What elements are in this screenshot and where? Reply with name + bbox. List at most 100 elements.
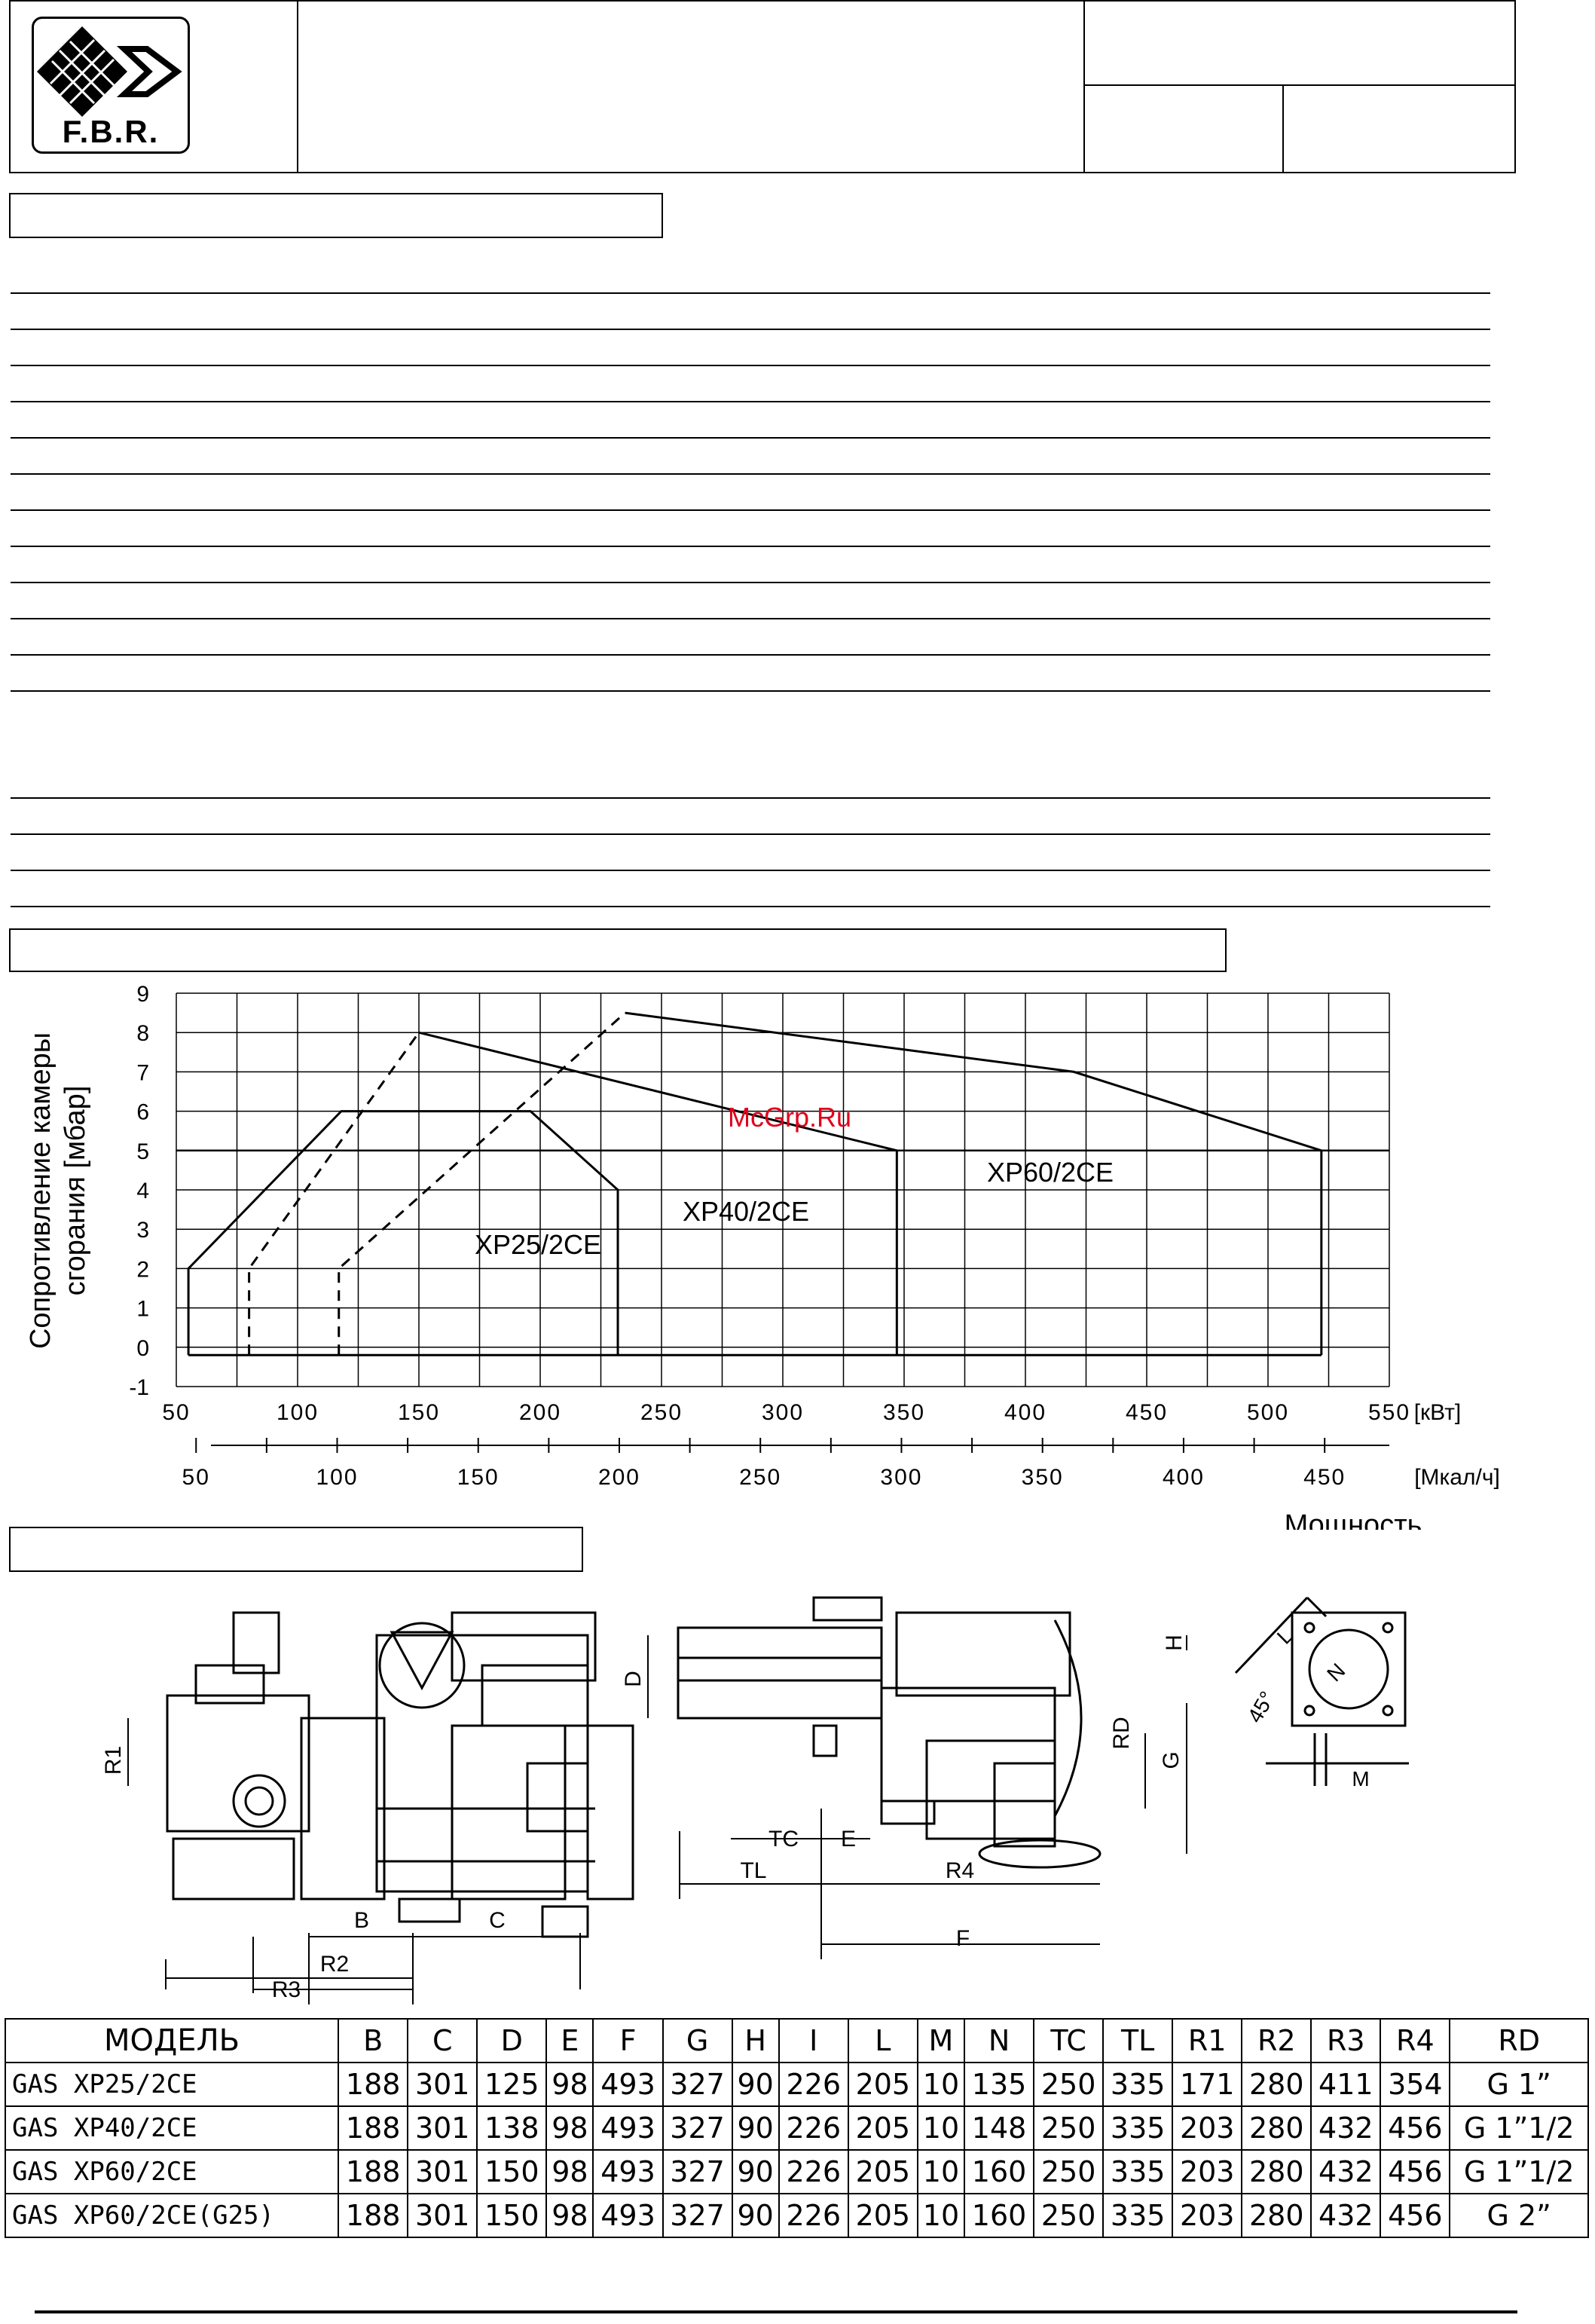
x-tick-label-mcal: 350 bbox=[1022, 1465, 1064, 1490]
table-cell: 203 bbox=[1172, 2105, 1243, 2151]
table-cell: G 2” bbox=[1449, 2193, 1589, 2238]
table-cell: 171 bbox=[1172, 2062, 1243, 2107]
header-date-cell bbox=[1282, 84, 1516, 173]
x-tick-label-kw: 350 bbox=[883, 1400, 925, 1425]
table-cell: 456 bbox=[1380, 2193, 1451, 2238]
column-header: TL bbox=[1102, 2018, 1174, 2063]
label-tl: TL bbox=[740, 1858, 766, 1883]
top-view-labels: D H RD G TC E TL R4 F bbox=[621, 1634, 1187, 1951]
table-cell: 250 bbox=[1033, 2062, 1105, 2107]
table-cell: 10 bbox=[916, 2149, 966, 2194]
series-label: XP25/2CE bbox=[475, 1229, 601, 1260]
column-header: N bbox=[964, 2018, 1035, 2063]
table-cell-model: GAS XP25/2CE bbox=[4, 2062, 340, 2107]
column-header-model: МОДЕЛЬ bbox=[4, 2018, 340, 2063]
table-cell: 188 bbox=[338, 2062, 409, 2107]
table-cell: 280 bbox=[1241, 2149, 1312, 2194]
label-tc: TC bbox=[768, 1827, 799, 1852]
text-line bbox=[11, 546, 1490, 547]
table-cell: 160 bbox=[964, 2149, 1035, 2194]
x-tick-label-kw: 200 bbox=[519, 1400, 561, 1425]
side-view-burner bbox=[166, 1611, 634, 1938]
table-cell: 205 bbox=[847, 2193, 918, 2238]
watermark: McGrp.Ru bbox=[728, 1102, 852, 1133]
section-bar-dimensions bbox=[9, 1527, 583, 1572]
table-cell: 205 bbox=[847, 2105, 918, 2151]
text-line bbox=[11, 797, 1490, 799]
text-line bbox=[11, 906, 1490, 907]
y-tick-label: 8 bbox=[136, 1021, 149, 1046]
table-cell: 250 bbox=[1033, 2149, 1105, 2194]
x-tick-label-kw: 400 bbox=[1004, 1400, 1047, 1425]
y-tick-label: 5 bbox=[136, 1139, 149, 1164]
table-cell: 354 bbox=[1380, 2062, 1451, 2107]
table-cell: 493 bbox=[592, 2149, 664, 2194]
table-cell: 135 bbox=[964, 2062, 1035, 2107]
series-line-xp25 bbox=[187, 1110, 619, 1356]
x-tick-label-kw: 100 bbox=[277, 1400, 319, 1425]
y-tick-label: 3 bbox=[136, 1218, 149, 1243]
text-line bbox=[11, 833, 1490, 835]
table-cell: 90 bbox=[731, 2193, 780, 2238]
x-tick-label-mcal: 100 bbox=[316, 1465, 358, 1490]
table-cell: G 1” bbox=[1449, 2062, 1589, 2107]
section-bar-description bbox=[9, 193, 663, 238]
header-code-cell bbox=[1083, 0, 1516, 86]
series-label: XP60/2CE bbox=[987, 1157, 1114, 1188]
text-line bbox=[11, 473, 1490, 475]
dimension-drawings: R1 B C R2 R3 D H RD G TC E bbox=[101, 1596, 1409, 2004]
label-m: M bbox=[1352, 1767, 1369, 1790]
y-tick-label: -1 bbox=[129, 1375, 149, 1400]
table-cell: 335 bbox=[1102, 2062, 1174, 2107]
column-header: TC bbox=[1033, 2018, 1105, 2063]
x-axis-unit-kw: [кВт] bbox=[1414, 1400, 1462, 1425]
text-line bbox=[11, 401, 1490, 402]
table-cell: 411 bbox=[1310, 2062, 1382, 2107]
column-header: R3 bbox=[1310, 2018, 1382, 2063]
header-title-cell bbox=[297, 0, 1085, 173]
column-header: E bbox=[545, 2018, 594, 2063]
table-cell: 226 bbox=[778, 2105, 849, 2151]
table-cell: 335 bbox=[1102, 2149, 1174, 2194]
table-cell: 10 bbox=[916, 2193, 966, 2238]
y-tick-label: 0 bbox=[136, 1336, 149, 1361]
text-line bbox=[11, 654, 1490, 656]
x-tick-label-kw: 150 bbox=[398, 1400, 440, 1425]
table-cell-model: GAS XP60/2CE(G25) bbox=[4, 2193, 340, 2238]
column-header: D bbox=[476, 2018, 548, 2063]
label-n: N bbox=[1322, 1659, 1349, 1686]
table-cell: 493 bbox=[592, 2193, 664, 2238]
table-cell: 203 bbox=[1172, 2193, 1243, 2238]
table-cell: 226 bbox=[778, 2062, 849, 2107]
table-cell: 335 bbox=[1102, 2105, 1174, 2151]
column-header: R2 bbox=[1241, 2018, 1312, 2063]
y-axis-label-line2: сгорания [мбар] bbox=[60, 1086, 91, 1296]
text-line bbox=[11, 690, 1490, 692]
logo-text: F.B.R. bbox=[62, 114, 160, 149]
table-cell: 301 bbox=[407, 2149, 478, 2194]
table-cell: 456 bbox=[1380, 2149, 1451, 2194]
table-cell: 327 bbox=[662, 2105, 733, 2151]
table-cell: 280 bbox=[1241, 2105, 1312, 2151]
table-cell: 90 bbox=[731, 2149, 780, 2194]
table-cell: 188 bbox=[338, 2149, 409, 2194]
x-tick-label-kw: 450 bbox=[1126, 1400, 1168, 1425]
x-tick-label-mcal: 250 bbox=[739, 1465, 781, 1490]
table-cell: 205 bbox=[847, 2149, 918, 2194]
flange-view bbox=[1234, 1596, 1409, 1786]
x-axis-label: Мощность bbox=[1285, 1509, 1422, 1530]
table-cell: 432 bbox=[1310, 2105, 1382, 2151]
column-header: RD bbox=[1449, 2018, 1589, 2063]
table-cell: 98 bbox=[545, 2193, 594, 2238]
table-cell: G 1”1/2 bbox=[1449, 2149, 1589, 2194]
table-cell: 280 bbox=[1241, 2193, 1312, 2238]
table-cell: 10 bbox=[916, 2062, 966, 2107]
column-header: I bbox=[778, 2018, 849, 2063]
table-cell: 138 bbox=[476, 2105, 548, 2151]
side-view-labels: R1 B C R2 R3 bbox=[101, 1746, 506, 2002]
x-tick-label-kw: 300 bbox=[762, 1400, 804, 1425]
